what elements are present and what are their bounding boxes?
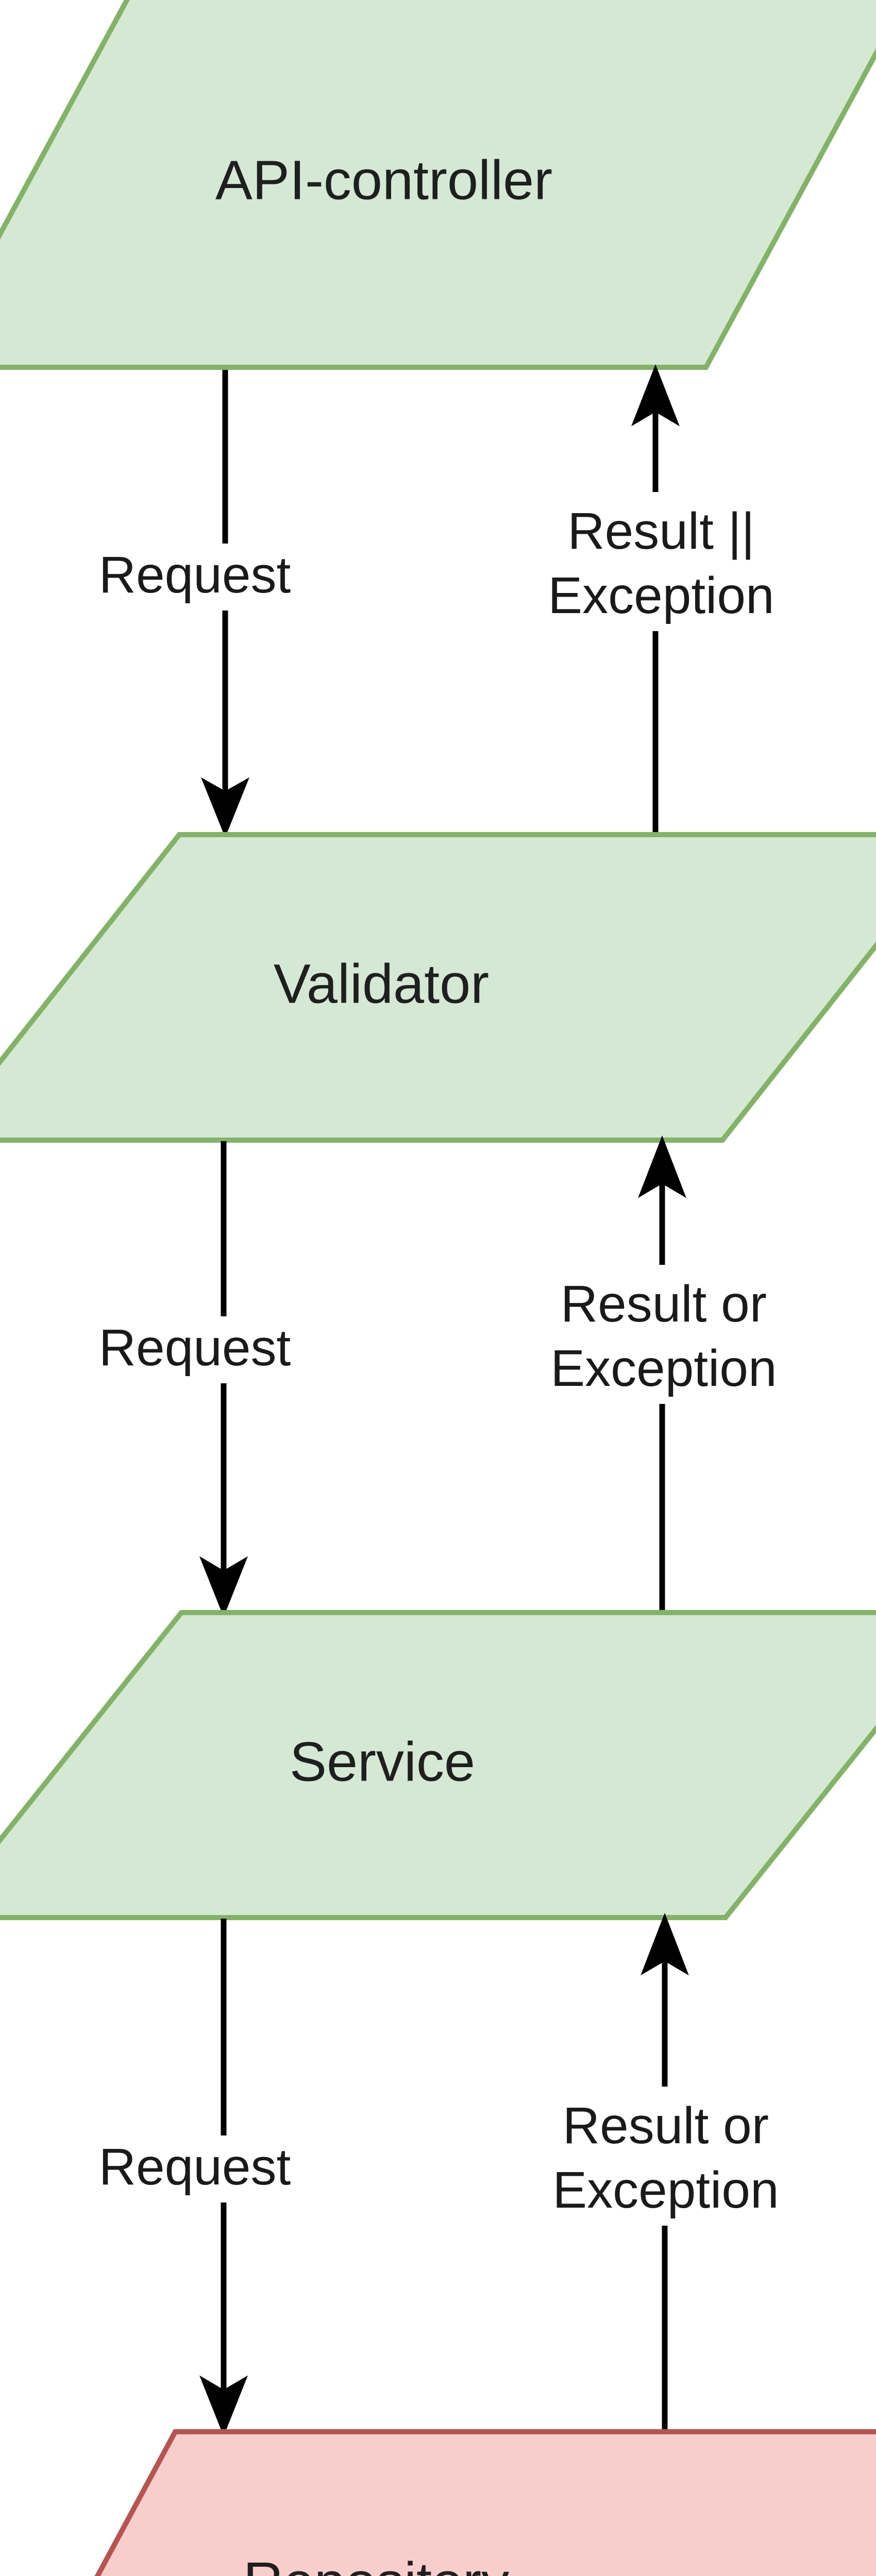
- edge-result-validator-controller-arrowhead: [631, 364, 680, 427]
- edge-request-service-repository-arrowhead: [199, 2375, 248, 2436]
- node-repository[interactable]: Repository: [0, 2429, 876, 2576]
- edge-result-repository-service-label-line1: Result or: [563, 2097, 769, 2155]
- edge-request-validator-service-arrowhead: [199, 1556, 248, 1617]
- node-validator[interactable]: Validator: [0, 832, 876, 1143]
- edge-result-service-validator-label-line2: Exception: [550, 1340, 777, 1397]
- service-parallelogram[interactable]: [0, 1610, 876, 1920]
- edge-request-service-repository[interactable]: Request: [62, 1919, 330, 2436]
- node-api-controller[interactable]: API-controller: [0, 0, 876, 370]
- edge-result-validator-controller-label-line1: Result ||: [567, 502, 754, 560]
- node-service[interactable]: Service: [0, 1610, 876, 1920]
- edge-result-repository-service-label-line2: Exception: [552, 2161, 779, 2219]
- edge-request-service-repository-label-bg: [62, 2136, 330, 2202]
- edge-request-controller-validator[interactable]: Request: [62, 370, 330, 838]
- edge-request-controller-validator-label-bg: [62, 544, 330, 611]
- repository-parallelogram[interactable]: [0, 2429, 876, 2576]
- service-label: Service: [290, 1731, 475, 1793]
- edge-result-validator-controller-label-bg: [495, 492, 855, 631]
- edge-result-service-validator-label-bg: [495, 1265, 855, 1404]
- edge-result-validator-controller-label-line2: Exception: [548, 567, 774, 624]
- edge-result-service-validator[interactable]: Result or Exception: [495, 1135, 855, 1612]
- edge-result-repository-service-arrowhead: [641, 1912, 689, 1976]
- api-controller-label: API-controller: [215, 149, 552, 211]
- validator-label: Validator: [274, 953, 489, 1015]
- edge-request-controller-validator-label: Request: [99, 546, 291, 604]
- edge-request-validator-service[interactable]: Request: [62, 1141, 330, 1617]
- edge-result-repository-service[interactable]: Result or Exception: [490, 1912, 861, 2431]
- edge-request-controller-validator-arrowhead: [201, 777, 249, 838]
- edge-result-repository-service-label-bg: [490, 2087, 861, 2226]
- edge-result-validator-controller[interactable]: Result || Exception: [495, 364, 855, 832]
- api-controller-parallelogram[interactable]: [0, 0, 876, 370]
- validator-parallelogram[interactable]: [0, 832, 876, 1143]
- edge-result-service-validator-arrowhead: [638, 1135, 686, 1198]
- edge-result-service-validator-label-line1: Result or: [561, 1275, 767, 1333]
- edge-request-validator-service-label: Request: [99, 1319, 291, 1377]
- edge-request-service-repository-label: Request: [99, 2138, 291, 2196]
- edge-request-validator-service-label-bg: [62, 1316, 330, 1383]
- repository-label: Repository: [243, 2551, 509, 2576]
